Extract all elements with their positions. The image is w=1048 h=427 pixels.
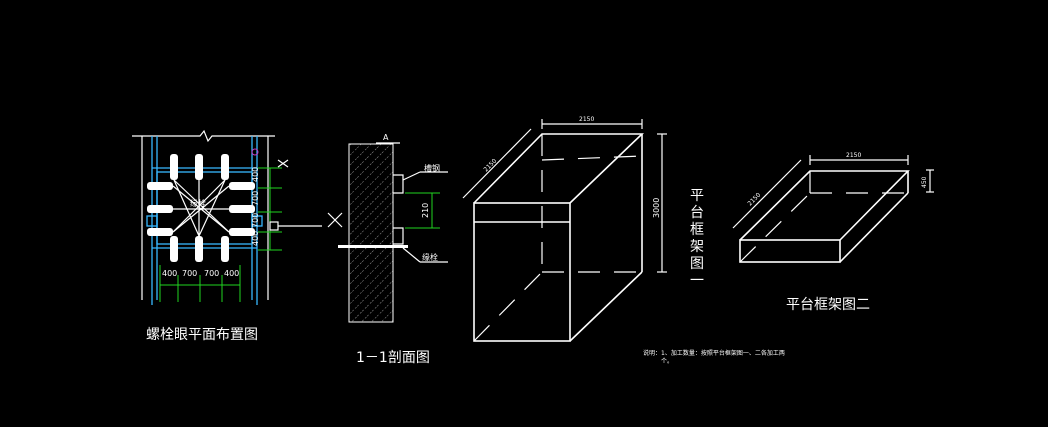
svg-text:图: 图 [690,256,704,272]
bolt-center-label: 缘栓 [190,198,206,208]
bolt-plan-view: 缘栓 400 700 700 400 400 700 700 400 [132,129,343,343]
svg-text:一: 一 [690,273,704,289]
right-dimension-chain: 400 700 700 400 [251,167,282,251]
concrete-wall [348,143,394,323]
frame2-dim-top: 2150 [846,152,861,159]
svg-text:框: 框 [690,222,704,238]
frame1-dim-height: 3000 [652,198,661,218]
dim-right-4: 400 [251,231,260,246]
frame1-dim-top: 2150 [579,116,594,123]
dim-bottom-1: 400 [162,269,177,278]
dim-right-1: 400 [251,167,260,182]
frame2-dim-height: 450 [921,176,928,188]
platform-frame-1: 2150 2150 3000 平 台 框 架 图 一 [462,116,704,342]
plan-title: 螺栓眼平面布置图 [146,327,258,343]
dim-section: 210 [421,203,430,218]
anchor-bolt [338,245,408,248]
frame2-title: 平台框架图二 [786,297,870,313]
section-view: A 槽钢 缘栓 210 1－1剖面图 [338,133,448,366]
svg-text:架: 架 [690,239,704,255]
dim-right-3: 700 [251,213,260,228]
radial-lines [172,179,230,237]
frame2-dim-side: 2150 [746,192,762,208]
svg-text:台: 台 [690,205,704,221]
label-bolt: 缘栓 [422,252,438,262]
break-line [132,129,275,143]
dim-right-2: 700 [251,191,260,206]
svg-text:平: 平 [690,188,704,204]
marker-dot [251,148,259,156]
bottom-dimension-chain: 400 700 700 400 [159,265,241,302]
dim-bottom-3: 700 [204,269,219,278]
note: 说明：1、加工数量：按照平台框架图一、二各加工两 个。 [643,349,785,365]
label-channel-steel: 槽钢 [424,163,440,173]
channel-bottom [393,227,404,245]
note-line-2: 个。 [661,358,673,365]
note-line-1: 说明：1、加工数量：按照平台框架图一、二各加工两 [643,349,785,357]
bolt-bars [147,154,255,262]
section-title: 1－1剖面图 [356,350,430,366]
channel-top [393,174,404,194]
dim-bottom-2: 700 [182,269,197,278]
frame1-title: 平 台 框 架 图 一 [690,188,704,289]
steel-channel-frame [146,136,263,305]
dim-bottom-4: 400 [224,269,239,278]
platform-frame-2: 2150 2150 450 平台框架图二 [732,152,934,313]
section-mark: A [383,133,389,142]
